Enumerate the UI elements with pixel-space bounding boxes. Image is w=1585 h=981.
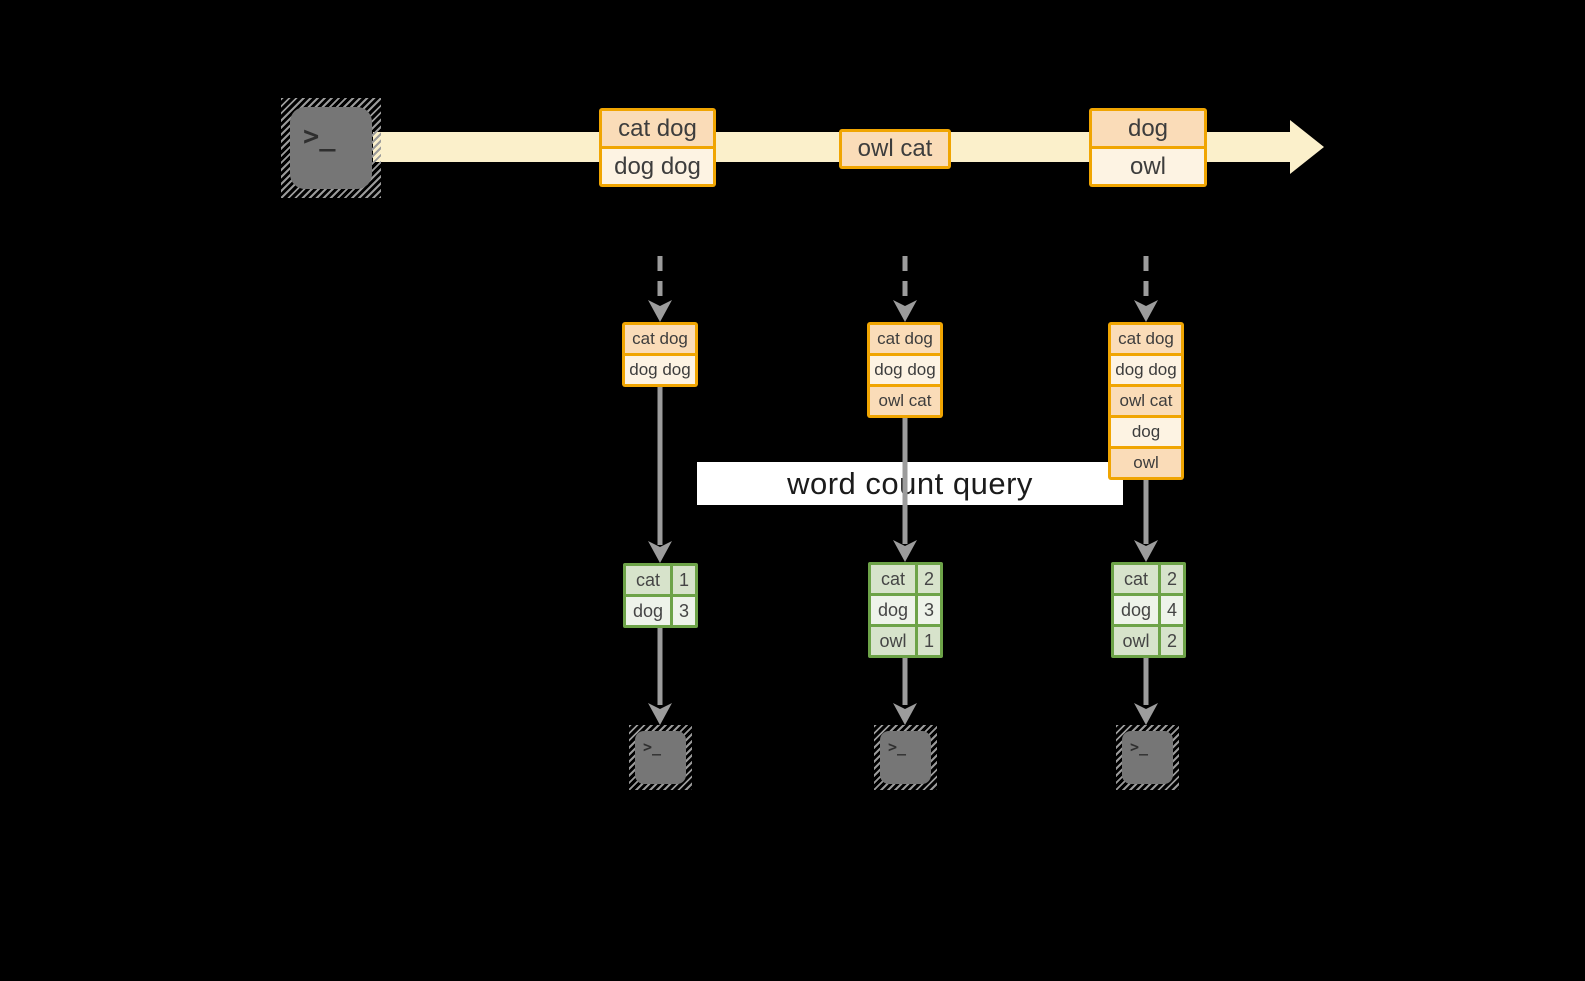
prompt-glyph: >_ — [643, 738, 662, 756]
count-value: 3 — [918, 596, 940, 624]
output-arrowhead-2-icon — [893, 703, 917, 725]
count-word: dog — [1114, 596, 1158, 624]
state-line: cat dog — [1111, 325, 1181, 353]
sink-terminal-icon-2: >_ — [874, 725, 937, 790]
count-table-1: cat 1 dog 3 — [623, 563, 698, 628]
count-word: owl — [1114, 627, 1158, 655]
output-arrowhead-3-icon — [1134, 703, 1158, 725]
state-line: owl cat — [1111, 387, 1181, 415]
query-arrowhead-1-icon — [648, 541, 672, 563]
state-line: cat dog — [625, 325, 695, 353]
state-line: owl cat — [870, 387, 940, 415]
event-box-3: dog owl — [1089, 108, 1207, 187]
event-line: cat dog — [602, 111, 713, 146]
state-line: dog — [1111, 418, 1181, 446]
count-word: cat — [871, 565, 915, 593]
count-word: owl — [871, 627, 915, 655]
prompt-glyph: >_ — [888, 738, 907, 756]
prompt-glyph: >_ — [1130, 738, 1149, 756]
count-value: 2 — [1161, 565, 1183, 593]
event-box-1: cat dog dog dog — [599, 108, 716, 187]
count-word: dog — [871, 596, 915, 624]
count-table-2: cat 2 dog 3 owl 1 — [868, 562, 943, 658]
terminal-screen: >_ — [1122, 731, 1173, 784]
dashed-arrowhead-3-icon — [1134, 300, 1158, 322]
count-value: 4 — [1161, 596, 1183, 624]
count-value: 1 — [918, 627, 940, 655]
state-line: dog dog — [1111, 356, 1181, 384]
prompt-glyph: >_ — [303, 121, 336, 152]
terminal-screen: >_ — [635, 731, 686, 784]
state-line: dog dog — [870, 356, 940, 384]
query-arrowhead-3-icon — [1134, 540, 1158, 562]
event-line: dog dog — [602, 149, 713, 184]
query-label: word count query — [787, 465, 1033, 501]
count-word: dog — [626, 597, 670, 625]
query-arrowhead-2-icon — [893, 540, 917, 562]
state-stack-3: cat dog dog dog owl cat dog owl — [1108, 322, 1184, 480]
dashed-arrowhead-2-icon — [893, 300, 917, 322]
count-word: cat — [1114, 565, 1158, 593]
stream-arrowhead-icon — [1290, 120, 1324, 174]
state-stack-1: cat dog dog dog — [622, 322, 698, 387]
count-table-3: cat 2 dog 4 owl 2 — [1111, 562, 1186, 658]
state-line: cat dog — [870, 325, 940, 353]
count-word: cat — [626, 566, 670, 594]
event-line: owl — [1092, 149, 1204, 184]
state-line: owl — [1111, 449, 1181, 477]
dashed-arrowhead-1-icon — [648, 300, 672, 322]
state-line: dog dog — [625, 356, 695, 384]
query-label-band: word count query — [697, 462, 1123, 505]
output-arrowhead-1-icon — [648, 703, 672, 725]
count-value: 3 — [673, 597, 695, 625]
count-value: 2 — [918, 565, 940, 593]
source-terminal-icon: >_ — [281, 98, 381, 198]
terminal-screen: >_ — [290, 107, 372, 189]
sink-terminal-icon-1: >_ — [629, 725, 692, 790]
count-value: 1 — [673, 566, 695, 594]
event-line: owl cat — [842, 132, 948, 166]
sink-terminal-icon-3: >_ — [1116, 725, 1179, 790]
terminal-screen: >_ — [880, 731, 931, 784]
event-line: dog — [1092, 111, 1204, 146]
event-box-2: owl cat — [839, 129, 951, 169]
count-value: 2 — [1161, 627, 1183, 655]
state-stack-2: cat dog dog dog owl cat — [867, 322, 943, 418]
